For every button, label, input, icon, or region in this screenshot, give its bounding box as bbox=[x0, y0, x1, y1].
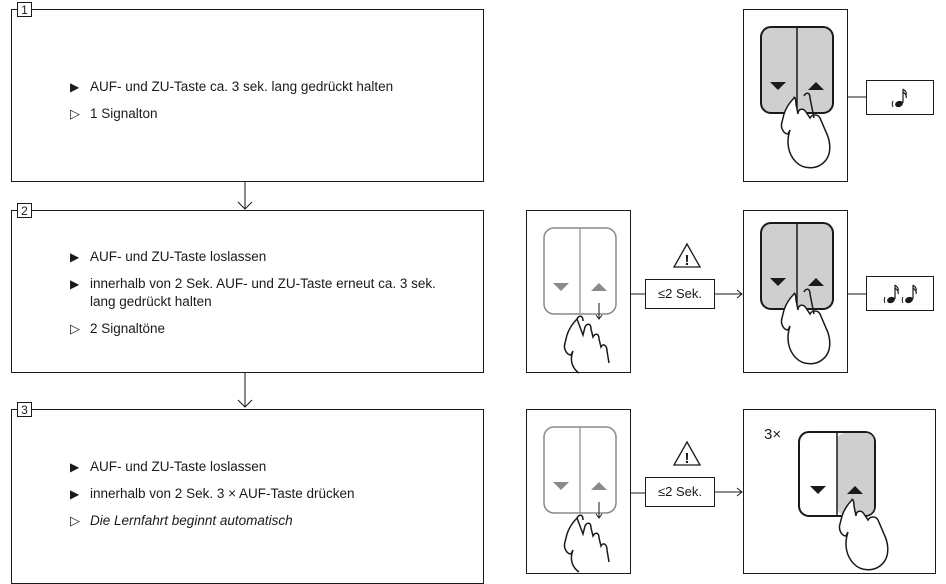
result-item: ▷Die Lernfahrt beginnt automatisch bbox=[70, 513, 293, 528]
result-item: ▷2 Signaltöne bbox=[70, 321, 166, 336]
press-count-label: 3× bbox=[764, 426, 782, 443]
signal-tone-box bbox=[866, 80, 934, 115]
warning-icon: ! bbox=[672, 440, 702, 467]
step-1-instructions: ▶AUF- und ZU-Taste ca. 3 sek. lang gedrü… bbox=[70, 78, 393, 132]
released-switch-panel-2 bbox=[526, 409, 631, 574]
released-switch-icon bbox=[543, 426, 617, 573]
warning-symbol: ! bbox=[685, 252, 690, 269]
action-marker: ▶ bbox=[70, 460, 80, 474]
action-item: ▶AUF- und ZU-Taste ca. 3 sek. lang gedrü… bbox=[70, 79, 394, 94]
right-arrow-icon bbox=[715, 487, 743, 497]
press-up-3x-panel: 3× bbox=[743, 409, 936, 574]
music-note-icon bbox=[891, 88, 907, 108]
action-marker: ▶ bbox=[70, 250, 80, 264]
down-arrow-icon bbox=[237, 182, 253, 210]
action-item: ▶AUF- und ZU-Taste loslassen bbox=[70, 459, 267, 474]
pressed-switch-icon bbox=[760, 26, 834, 169]
right-arrow-icon bbox=[715, 289, 743, 299]
step-number: 3 bbox=[17, 402, 32, 417]
warning-icon: ! bbox=[672, 242, 702, 269]
action-item: ▶innerhalb von 2 Sek. 3 × AUF-Taste drüc… bbox=[70, 486, 355, 501]
action-marker: ▶ bbox=[70, 80, 80, 94]
result-marker: ▷ bbox=[70, 106, 80, 121]
pressed-switch-panel bbox=[743, 9, 848, 182]
step-2-instructions: ▶AUF- und ZU-Taste loslassen ▶innerhalb … bbox=[70, 248, 460, 347]
action-marker: ▶ bbox=[70, 487, 80, 501]
warning-symbol: ! bbox=[685, 450, 690, 467]
pressed-switch-icon bbox=[760, 222, 834, 365]
press-up-key-icon bbox=[798, 431, 889, 571]
released-switch-icon bbox=[543, 227, 617, 374]
connector-line bbox=[848, 293, 868, 295]
step-1-box: 1 ▶AUF- und ZU-Taste ca. 3 sek. lang ged… bbox=[11, 2, 484, 182]
connector-line bbox=[848, 96, 868, 98]
result-marker: ▷ bbox=[70, 321, 80, 336]
down-arrow-icon bbox=[237, 373, 253, 408]
interval-label: ≤2 Sek. bbox=[645, 279, 715, 309]
result-item: ▷1 Signalton bbox=[70, 106, 158, 121]
interval-label: ≤2 Sek. bbox=[645, 477, 715, 507]
pressed-switch-panel-2 bbox=[743, 210, 848, 373]
released-switch-panel bbox=[526, 210, 631, 374]
signal-tones-box bbox=[866, 276, 934, 311]
connector-line bbox=[631, 492, 646, 494]
double-music-note-icon bbox=[883, 284, 917, 304]
action-marker: ▶ bbox=[70, 277, 80, 291]
action-item: ▶AUF- und ZU-Taste loslassen bbox=[70, 249, 267, 264]
connector-line bbox=[631, 293, 646, 295]
step-number: 2 bbox=[17, 203, 32, 218]
step-3-instructions: ▶AUF- und ZU-Taste loslassen ▶innerhalb … bbox=[70, 458, 355, 539]
result-marker: ▷ bbox=[70, 513, 80, 528]
action-item: ▶innerhalb von 2 Sek. AUF- und ZU-Taste … bbox=[70, 276, 436, 309]
step-3-box: 3 ▶AUF- und ZU-Taste loslassen ▶innerhal… bbox=[11, 402, 484, 584]
step-2-box: 2 ▶AUF- und ZU-Taste loslassen ▶innerhal… bbox=[11, 203, 484, 373]
step-number: 1 bbox=[17, 2, 32, 17]
